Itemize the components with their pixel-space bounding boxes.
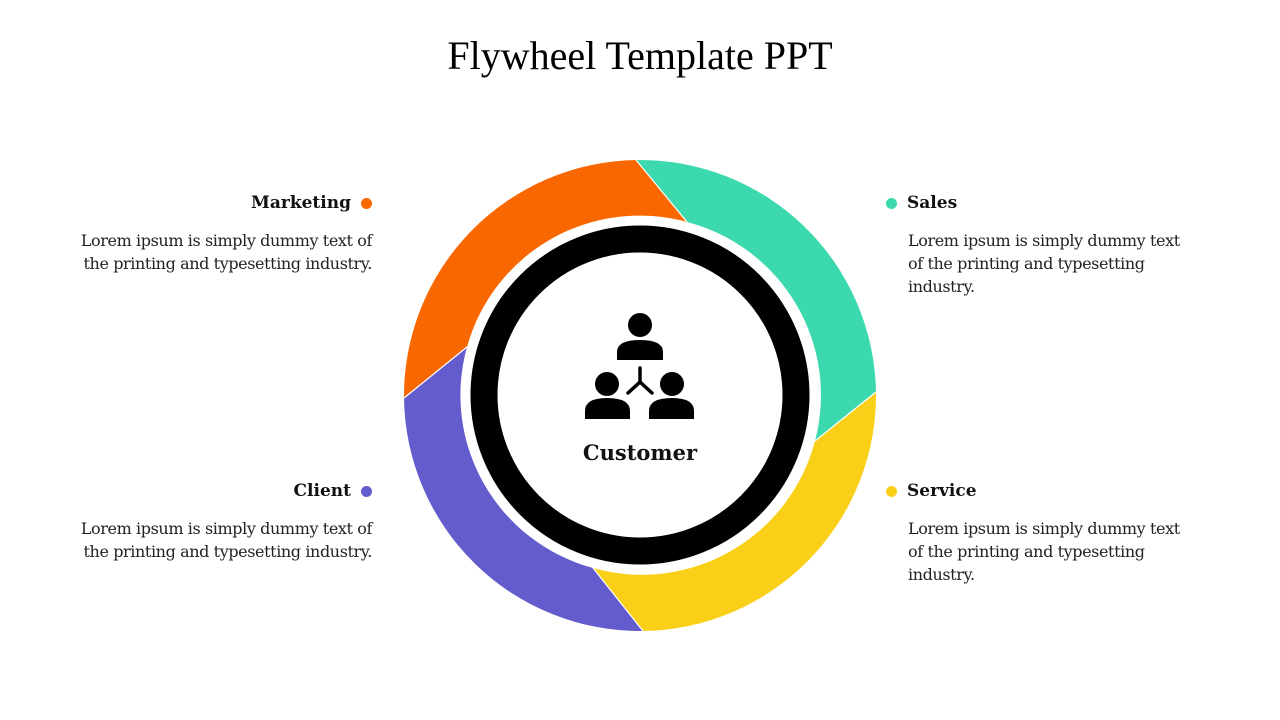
divider-line: [814, 391, 877, 442]
segment-marketing: [403, 160, 687, 398]
item-description: Lorem ipsum is simply dummy text of the …: [80, 231, 373, 273]
item-label: Client: [293, 481, 351, 501]
segment-service: [593, 392, 877, 631]
item-label: Sales: [907, 193, 958, 213]
people-network-icon: [585, 313, 694, 419]
item-label: Marketing: [251, 193, 351, 213]
slide-title: Flywheel Template PPT: [447, 33, 833, 78]
item-marketing: Marketing Lorem ipsum is simply dummy te…: [72, 191, 373, 275]
divider-line: [592, 567, 644, 632]
item-client: Client Lorem ipsum is simply dummy text …: [72, 479, 373, 563]
item-description: Lorem ipsum is simply dummy text of the …: [80, 519, 373, 561]
center-ring: [470, 225, 810, 565]
center-label: Customer: [582, 440, 698, 465]
item-label: Service: [907, 481, 977, 501]
divider-line: [403, 346, 468, 399]
item-description: Lorem ipsum is simply dummy text of the …: [908, 231, 1180, 296]
item-service: Service Lorem ipsum is simply dummy text…: [886, 479, 1186, 586]
sales-dot-icon: [886, 197, 897, 209]
service-dot-icon: [886, 485, 897, 497]
item-sales: Sales Lorem ipsum is simply dummy text o…: [886, 191, 1186, 298]
client-dot-icon: [361, 485, 372, 497]
segment-client: [404, 347, 643, 632]
item-description: Lorem ipsum is simply dummy text of the …: [908, 519, 1180, 584]
divider-line: [635, 159, 688, 223]
marketing-dot-icon: [361, 197, 372, 209]
segment-sales: [636, 159, 876, 442]
